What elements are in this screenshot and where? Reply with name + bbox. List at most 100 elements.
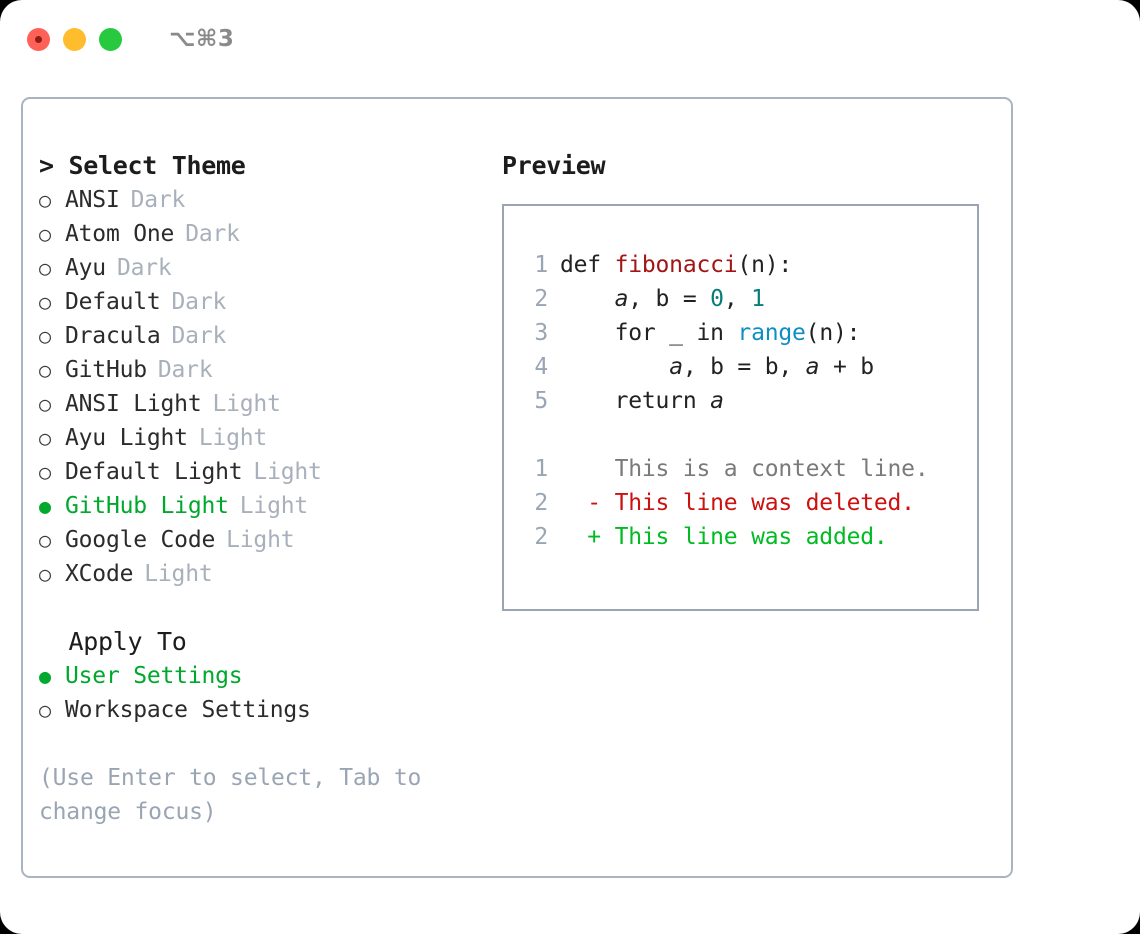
- theme-option-label: Ayu Light: [65, 425, 188, 451]
- diff-line: 2 - This line was deleted.: [514, 486, 977, 520]
- radio-selected-icon: ●: [39, 664, 51, 688]
- theme-variant-badge: Light: [253, 459, 322, 485]
- line-number: 4: [534, 354, 548, 380]
- code-line: 4 a, b = b, a + b: [514, 350, 977, 384]
- apply-to-option-workspace-settings[interactable]: ○ Workspace Settings: [39, 693, 494, 727]
- code-line-text: def fibonacci(n):: [560, 248, 792, 282]
- theme-variant-badge: Light: [144, 561, 213, 587]
- theme-option-default[interactable]: ○ Default Dark: [39, 285, 494, 319]
- diff-line: 1 This is a context line.: [514, 452, 977, 486]
- line-number: 3: [534, 320, 548, 346]
- code-blank-line: [514, 418, 977, 452]
- code-line-text: return a: [560, 384, 724, 418]
- code-line: 5 return a: [514, 384, 977, 418]
- code-token: for _ in: [560, 320, 738, 346]
- theme-option-label: Dracula: [65, 323, 161, 349]
- radio-selected-icon: ●: [39, 494, 51, 518]
- theme-option-label: Default Light: [65, 459, 243, 485]
- theme-variant-badge: Dark: [130, 187, 186, 213]
- radio-unselected-icon: ○: [39, 392, 51, 416]
- radio-unselected-icon: ○: [39, 562, 51, 586]
- radio-unselected-icon: ○: [39, 698, 51, 722]
- theme-variant-badge: Dark: [157, 357, 213, 383]
- radio-unselected-icon: ○: [39, 324, 51, 348]
- theme-variant-badge: Light: [239, 493, 309, 519]
- code-line-text: a, b = 0, 1: [560, 282, 765, 316]
- diff-line-number: 2: [534, 490, 548, 516]
- diff-line-text: This line was deleted.: [614, 490, 915, 516]
- diff-line-number: 1: [534, 456, 548, 482]
- code-line: 2 a, b = 0, 1: [514, 282, 977, 316]
- theme-option-ayu[interactable]: ○ Ayu Dark: [39, 251, 494, 285]
- code-token: a: [710, 388, 724, 414]
- radio-unselected-icon: ○: [39, 256, 51, 280]
- theme-variant-badge: Light: [212, 391, 281, 417]
- theme-variant-badge: Dark: [185, 221, 240, 247]
- diff-line-text: This line was added.: [614, 524, 888, 550]
- apply-to-list[interactable]: ●User Settings ○ Workspace Settings: [39, 659, 494, 727]
- code-line: 3 for _ in range(n):: [514, 316, 977, 350]
- theme-variant-badge: Dark: [116, 255, 172, 281]
- code-token: [560, 286, 615, 312]
- code-token: fibonacci: [614, 252, 738, 278]
- theme-option-label: ANSI Light: [65, 391, 202, 417]
- radio-unselected-icon: ○: [39, 222, 51, 246]
- code-line-text: a, b = b, a + b: [560, 350, 874, 384]
- code-token: + b: [819, 354, 874, 380]
- code-token: return: [560, 388, 711, 414]
- theme-option-ansi-light[interactable]: ○ ANSI Light Light: [39, 387, 494, 421]
- window-titlebar: ⌥⌘3: [0, 0, 1140, 78]
- diff-line-text: This is a context line.: [614, 456, 929, 482]
- apply-to-option-user-settings[interactable]: ●User Settings: [39, 659, 494, 693]
- code-token: a: [614, 286, 629, 312]
- code-token: a: [669, 354, 683, 380]
- code-token: (n):: [737, 252, 793, 278]
- theme-option-label: GitHub Light: [65, 493, 229, 519]
- diff-marker: +: [560, 524, 615, 550]
- code-token: range: [737, 320, 806, 346]
- theme-option-label: ANSI: [65, 187, 120, 213]
- code-token: 1: [751, 286, 765, 312]
- code-token: , b = b,: [682, 354, 806, 380]
- code-token: ,: [723, 286, 752, 312]
- select-theme-heading: > Select Theme: [39, 151, 246, 180]
- radio-unselected-icon: ○: [39, 358, 51, 382]
- theme-variant-badge: Dark: [171, 289, 227, 315]
- maximize-button-icon[interactable]: [99, 27, 122, 51]
- minimize-button-icon[interactable]: [63, 27, 86, 51]
- code-token: (n):: [805, 320, 861, 346]
- theme-option-label: Ayu: [65, 255, 106, 281]
- theme-option-github-light[interactable]: ● GitHub Light Light: [39, 489, 494, 523]
- apply-to-option-label: Workspace Settings: [65, 697, 311, 723]
- code-token: [560, 354, 669, 380]
- code-token: =: [669, 286, 711, 312]
- theme-option-label: Default: [65, 289, 161, 315]
- line-number: 5: [534, 388, 548, 414]
- code-token: def: [560, 252, 615, 278]
- preview-heading: Preview: [502, 151, 606, 180]
- radio-unselected-icon: ○: [39, 528, 51, 552]
- radio-unselected-icon: ○: [39, 290, 51, 314]
- diff-marker: -: [560, 490, 615, 516]
- apply-to-heading: Apply To: [39, 627, 187, 656]
- window-controls: [27, 27, 122, 51]
- keyboard-hint-text: (Use Enter to select, Tab to change focu…: [39, 765, 422, 825]
- close-button-icon[interactable]: [27, 27, 50, 51]
- diff-line-number: 2: [534, 524, 548, 550]
